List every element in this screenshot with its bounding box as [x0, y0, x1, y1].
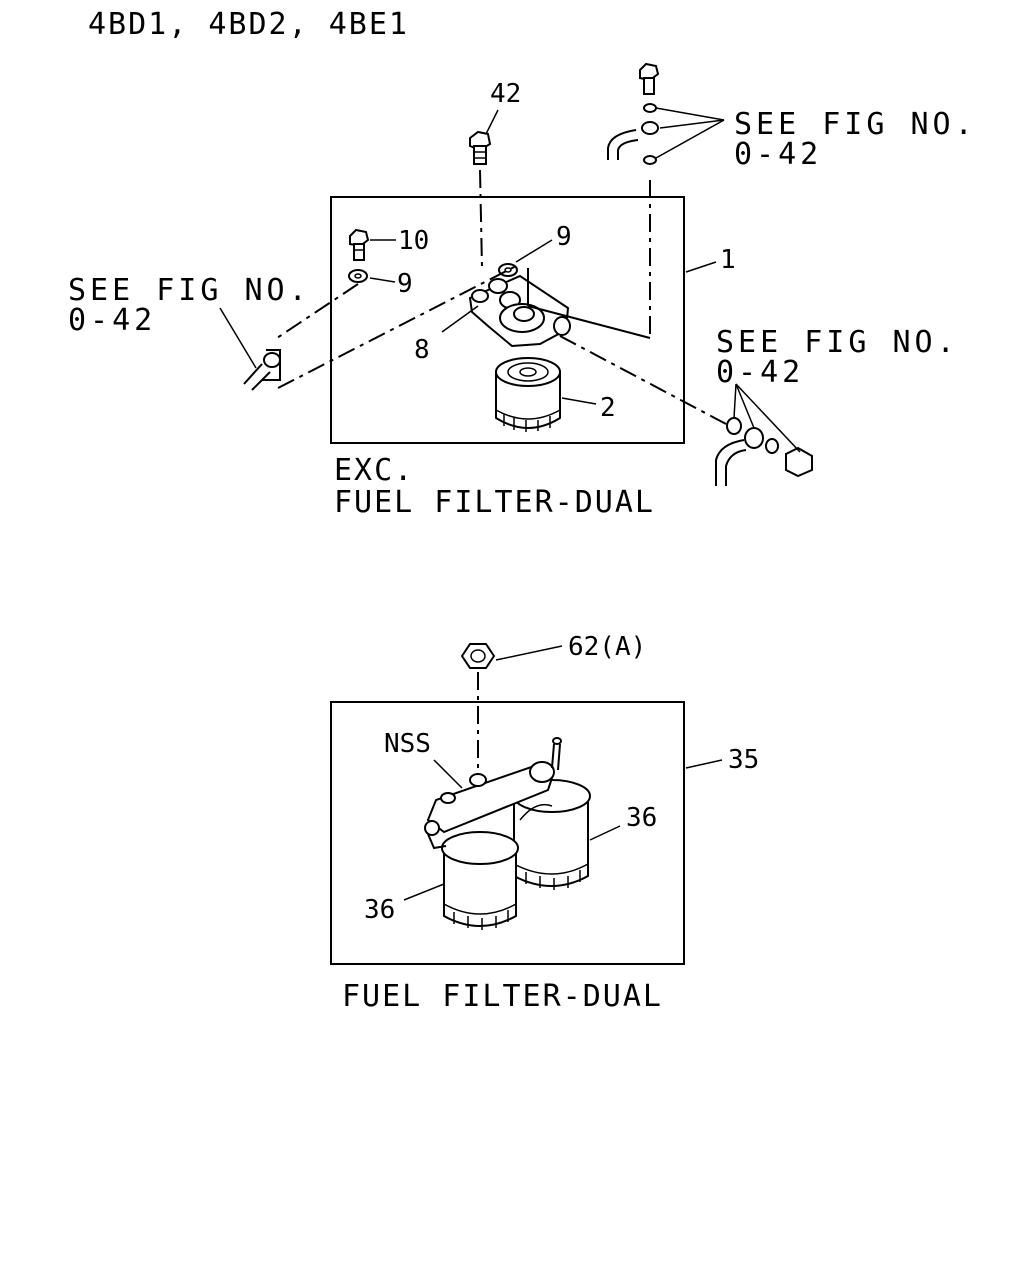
top-caption-line2: FUEL FILTER-DUAL [334, 485, 655, 520]
filter-cartridge-front-icon [441, 831, 519, 930]
callout-42: 42 [490, 79, 521, 109]
ref-right-line1: SEE FIG NO. [716, 325, 959, 360]
callout-1: 1 [720, 245, 736, 275]
callout-9-left: 9 [397, 269, 413, 299]
callout-62a: 62(A) [568, 632, 646, 662]
ref-left-line2: 0-42 [68, 303, 156, 338]
top-right-fuel-pipe-icon [527, 62, 660, 339]
ref-top-right-line2: 0-42 [734, 137, 822, 172]
top-caption-line1: EXC. [334, 453, 414, 488]
bolt-10-icon [349, 228, 370, 261]
filter-head-icon [468, 274, 571, 348]
callout-8: 8 [414, 335, 430, 365]
callout-36-front: 36 [364, 895, 395, 925]
bottom-caption: FUEL FILTER-DUAL [342, 979, 663, 1014]
bolt-42-icon [469, 130, 492, 165]
dual-filter-assembly: 62(A) NSS [330, 632, 759, 1014]
ref-top-right-line1: SEE FIG NO. [734, 107, 977, 142]
left-fuel-pipe-icon [243, 349, 281, 391]
right-fuel-pipe-icon [715, 417, 813, 486]
ref-left-line1: SEE FIG NO. [68, 273, 311, 308]
callout-36-rear: 36 [626, 803, 657, 833]
filter-cartridge-icon [495, 357, 561, 432]
nut-62a-icon [460, 643, 496, 669]
single-filter-assembly: 42 10 9 9 [68, 62, 977, 520]
callout-9-right: 9 [556, 222, 572, 252]
callout-35: 35 [728, 745, 759, 775]
assembly-frame [330, 196, 685, 444]
washer-9-left-icon [348, 269, 368, 283]
callout-2: 2 [600, 393, 616, 423]
assembly-frame-dual [330, 701, 685, 965]
ref-right-line2: 0-42 [716, 355, 804, 390]
callout-10: 10 [398, 226, 429, 256]
callout-nss: NSS [384, 729, 431, 759]
dual-filter-head-icon [424, 737, 562, 850]
model-header: 4BD1, 4BD2, 4BE1 [88, 7, 409, 42]
